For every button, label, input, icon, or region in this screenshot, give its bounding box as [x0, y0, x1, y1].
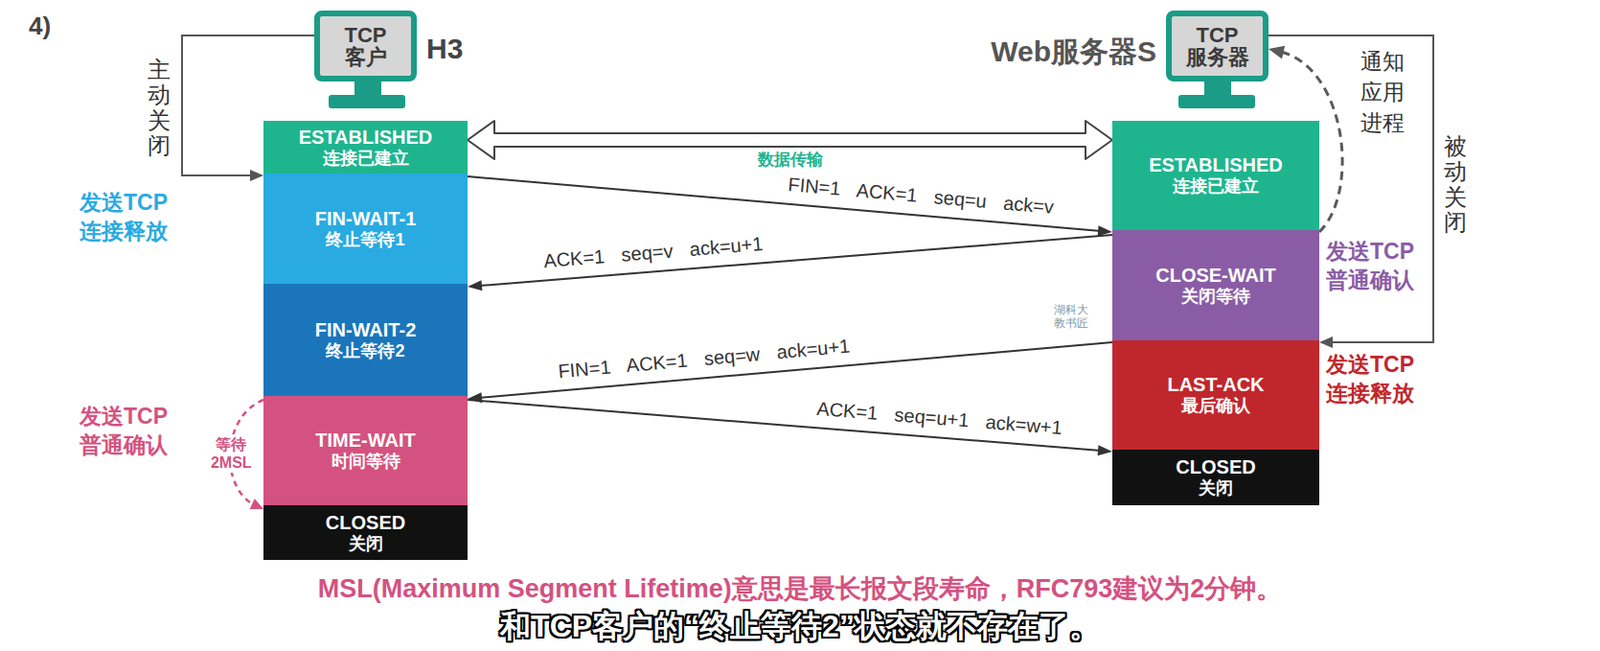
arrowhead	[250, 498, 264, 509]
state-name-zh: 终止等待2	[325, 341, 405, 362]
notify-note: 通知 应用 进程	[1360, 45, 1405, 139]
segment-label: FIN=1 ACK=1 seq=w ack=u+1	[557, 334, 851, 383]
monitor-base	[1178, 94, 1256, 109]
arrowhead	[1319, 336, 1333, 348]
action-note: 发送TCP 连接释放	[79, 188, 168, 247]
video-subtitle: 和TCP客户的“终止等待2”状态就不存在了。	[0, 609, 1600, 643]
icon-caption: TCP 客户	[344, 23, 388, 69]
segment-label: ACK=1 seq=u+1 ack=w+1	[816, 397, 1064, 439]
state-name-zh: 终止等待1	[325, 229, 405, 251]
state-name-zh: 时间等待	[331, 451, 401, 472]
timer-label: 等待 2MSL	[207, 434, 255, 473]
monitor-base	[328, 94, 406, 109]
state-name: FIN-WAIT-2	[315, 319, 417, 342]
host-name: H3	[426, 32, 463, 66]
edge-label: 数据传输	[754, 148, 827, 171]
state-name: FIN-WAIT-1	[315, 207, 417, 230]
state-name-zh: 连接已建立	[1172, 176, 1259, 197]
vertical-note: 被动关闭	[1443, 134, 1467, 236]
state-name: ESTABLISHED	[1148, 154, 1283, 177]
state-box: CLOSED关闭	[1112, 449, 1320, 505]
state-name-zh: 关闭	[1198, 478, 1234, 499]
server-name: Web服务器S	[990, 32, 1157, 72]
action-note: 发送TCP 连接释放	[1325, 350, 1415, 409]
state-name-zh: 关闭	[348, 533, 384, 554]
state-name: LAST-ACK	[1166, 373, 1264, 396]
action-note: 发送TCP 普通确认	[1325, 237, 1415, 296]
state-name: CLOSED	[1175, 456, 1256, 479]
state-name-zh: 最后确认	[1181, 395, 1251, 416]
client-monitor-icon: TCP 客户	[314, 10, 417, 82]
vertical-note: 主动关闭	[147, 57, 171, 160]
arrowhead	[1268, 45, 1285, 60]
state-box: LAST-ACK最后确认	[1112, 340, 1320, 450]
server-monitor-icon: TCP 服务器	[1165, 10, 1269, 82]
figure-number: 4)	[28, 11, 51, 42]
state-name: ESTABLISHED	[298, 126, 434, 149]
state-name: TIME-WAIT	[315, 429, 415, 452]
state-box: FIN-WAIT-1终止等待1	[263, 173, 468, 284]
monitor-neck	[354, 80, 382, 97]
arrowhead	[467, 279, 482, 291]
arrowhead	[1097, 444, 1113, 456]
segment-label: FIN=1 ACK=1 seq=u ack=v	[786, 173, 1054, 219]
state-box: ESTABLISHED连接已建立	[1112, 120, 1320, 230]
state-box: ESTABLISHED连接已建立	[263, 120, 468, 174]
state-name-zh: 连接已建立	[322, 148, 410, 169]
state-name: CLOSE-WAIT	[1155, 264, 1277, 287]
arrowhead	[250, 169, 264, 182]
state-box: CLOSED关闭	[263, 504, 468, 560]
monitor-neck	[1204, 80, 1232, 97]
action-note: 发送TCP 普通确认	[79, 402, 168, 460]
state-box: FIN-WAIT-2终止等待2	[263, 283, 468, 396]
state-box: CLOSE-WAIT关闭等待	[1112, 229, 1320, 341]
state-name-zh: 关闭等待	[1181, 286, 1251, 307]
state-name: CLOSED	[325, 511, 406, 534]
state-box: TIME-WAIT时间等待	[263, 395, 468, 505]
footnote: MSL(Maximum Segment Lifetime)意思是最长报文段寿命，…	[0, 571, 1600, 606]
icon-caption: TCP 服务器	[1186, 23, 1250, 69]
watermark: 湖科大教书匠	[1053, 302, 1089, 331]
